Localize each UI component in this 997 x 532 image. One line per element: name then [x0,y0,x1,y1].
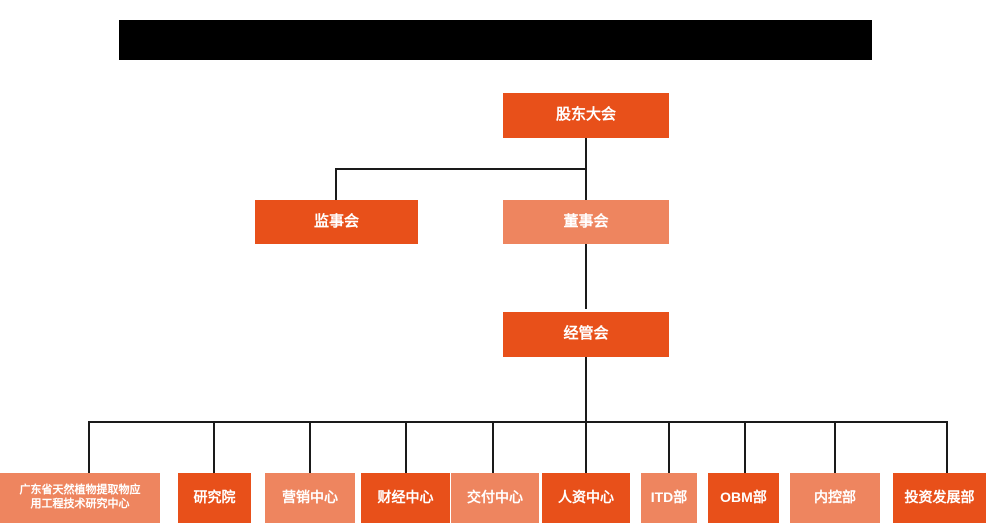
connector-stub-marketing-center [309,421,311,473]
node-internal-control-department[interactable]: 内控部 [790,473,880,523]
connector-stub-hr-center [585,421,587,473]
connector-stub-delivery-center [492,421,494,473]
connector-level4-bus [88,421,948,423]
connector-branch-bar-level2 [335,168,587,170]
node-management-committee[interactable]: 经管会 [503,312,669,357]
connector-branch-to-directors [585,168,587,201]
node-investment-development-department[interactable]: 投资发展部 [893,473,986,523]
connector-stub-investment-development-department [946,421,948,473]
connector-stub-itd-department [668,421,670,473]
connector-branch-to-supervisors [335,168,337,201]
node-board-of-directors[interactable]: 董事会 [503,200,669,244]
node-engineering-research-center[interactable]: 广东省天然植物提取物应 用工程技术研究中心 [0,473,160,523]
node-delivery-center[interactable]: 交付中心 [451,473,539,523]
node-label-line-1: 广东省天然植物提取物应 [19,484,141,497]
connector-stub-finance-center [405,421,407,473]
node-label-line-2: 用工程技术研究中心 [30,498,130,510]
node-marketing-center[interactable]: 营销中心 [265,473,355,523]
node-hr-center[interactable]: 人资中心 [542,473,630,523]
connector-directors-to-management [585,243,587,309]
connector-shareholders-to-branch [585,138,587,170]
node-research-institute[interactable]: 研究院 [178,473,251,523]
node-shareholders-meeting[interactable]: 股东大会 [503,93,669,138]
connector-management-to-bus [585,357,587,423]
node-itd-department[interactable]: ITD部 [641,473,697,523]
connector-stub-research-institute [213,421,215,473]
node-board-of-supervisors[interactable]: 监事会 [255,200,418,244]
node-finance-center[interactable]: 财经中心 [361,473,450,523]
connector-stub-internal-control-department [834,421,836,473]
node-obm-department[interactable]: OBM部 [708,473,779,523]
connector-stub-engineering-research-center [88,421,90,473]
connector-stub-obm-department [744,421,746,473]
redacted-title-bar [119,20,872,60]
